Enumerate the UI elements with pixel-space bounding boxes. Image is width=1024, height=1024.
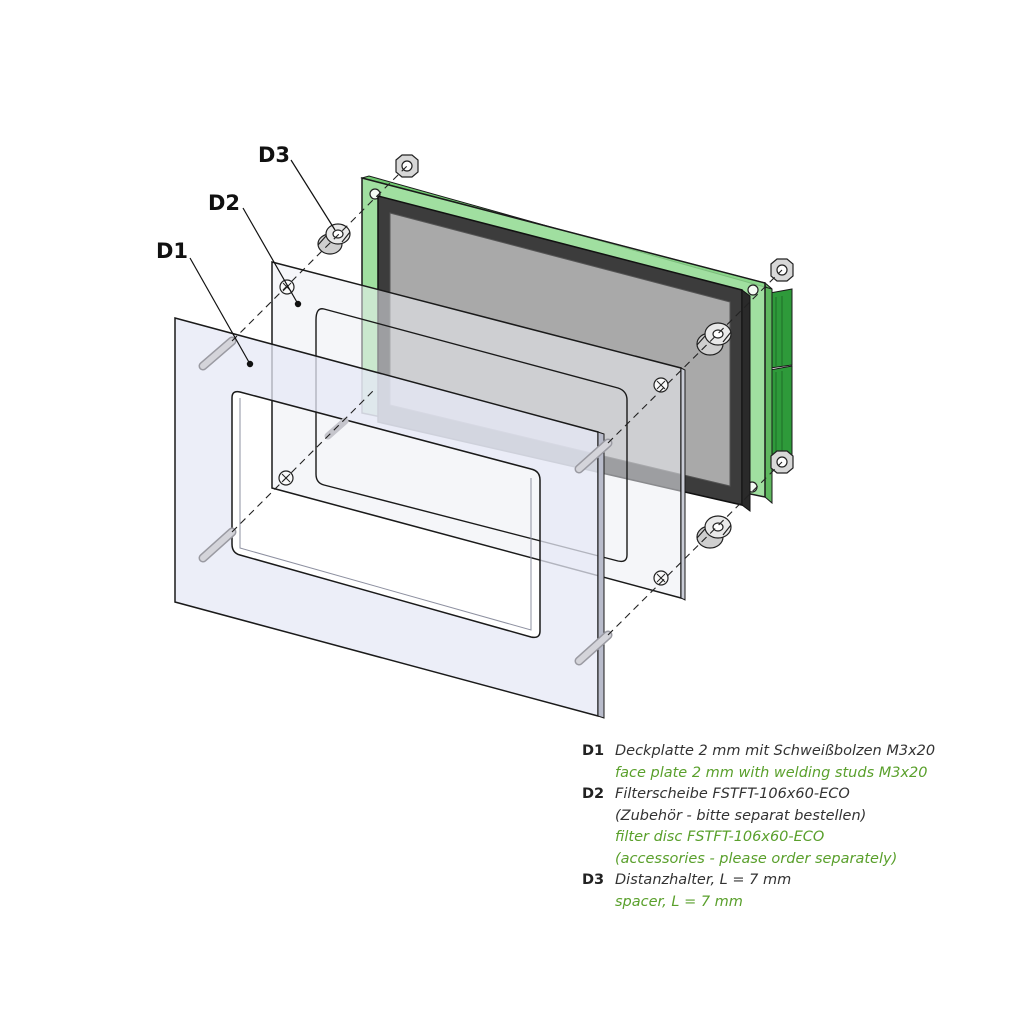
- spacer: [317, 223, 351, 255]
- parts-legend: D1 Deckplatte 2 mm mit Schweißbolzen M3x…: [582, 741, 1002, 913]
- legend-entry-d2: D2 Filterscheibe FSTFT-106x60-ECO (Zubeh…: [582, 784, 1002, 870]
- legend-entry-d3: D3 Distanzhalter, L = 7 mm spacer, L = 7…: [582, 870, 1002, 913]
- legend-text-en: face plate 2 mm with welding studs M3x20: [615, 764, 928, 781]
- legend-text-en: spacer, L = 7 mm: [615, 893, 743, 910]
- legend-code: D3: [582, 872, 605, 888]
- welding-stud: [198, 527, 237, 563]
- hex-nut: [395, 154, 419, 178]
- welding-stud: [198, 336, 237, 371]
- callout-d2: D2: [208, 191, 240, 215]
- assembly-axis-lines: [231, 165, 783, 636]
- legend-code: D2: [582, 786, 605, 802]
- face-plate: [174, 317, 613, 719]
- connector-blocks: [769, 288, 793, 463]
- legend-text-de: (Zubehör - bitte separat bestellen): [615, 807, 867, 824]
- legend-entry-d1: D1 Deckplatte 2 mm mit Schweißbolzen M3x…: [582, 741, 1002, 784]
- welding-stud: [574, 438, 613, 474]
- callout-d3: D3: [258, 143, 290, 167]
- legend-code: D1: [582, 743, 605, 759]
- legend-text-de: Filterscheibe FSTFT-106x60-ECO: [615, 786, 850, 802]
- legend-text-de: Deckplatte 2 mm mit Schweißbolzen M3x20: [615, 743, 936, 759]
- legend-text-en: filter disc FSTFT-106x60-ECO: [615, 829, 825, 845]
- legend-text-de: Distanzhalter, L = 7 mm: [615, 872, 792, 888]
- welding-stud: [574, 630, 613, 666]
- spacer: [696, 515, 732, 549]
- callout-d1: D1: [156, 239, 188, 263]
- callout-leaders: [189, 159, 336, 368]
- legend-text-en: (accessories - please order separately): [615, 850, 898, 867]
